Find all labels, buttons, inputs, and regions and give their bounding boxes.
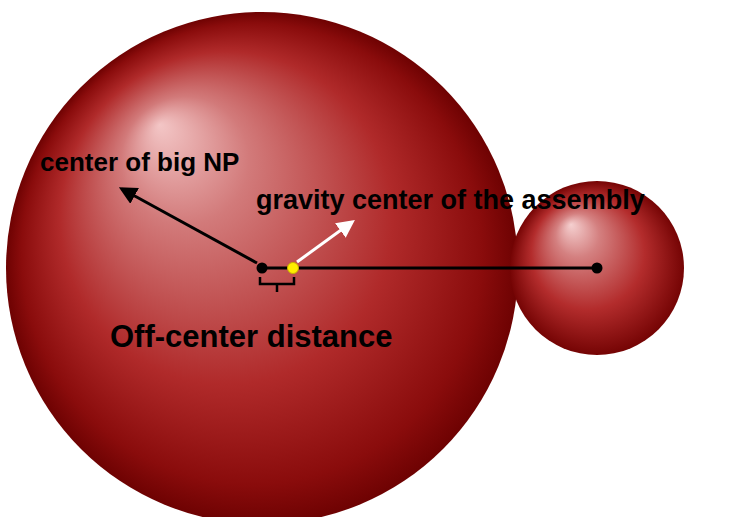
leader-arrow xyxy=(297,222,352,262)
callout-label: center of big NP xyxy=(40,148,239,177)
dimension-label: Off-center distance xyxy=(110,320,393,354)
small-center-dot xyxy=(592,263,603,274)
distance-bracket xyxy=(260,277,294,292)
leader-arrow xyxy=(122,189,257,263)
center-line xyxy=(262,267,597,270)
callout-label: gravity center of the assembly xyxy=(256,186,645,216)
gravity-center-dot xyxy=(288,263,299,274)
big-center-dot xyxy=(257,263,268,274)
big-nanoparticle xyxy=(6,12,518,517)
